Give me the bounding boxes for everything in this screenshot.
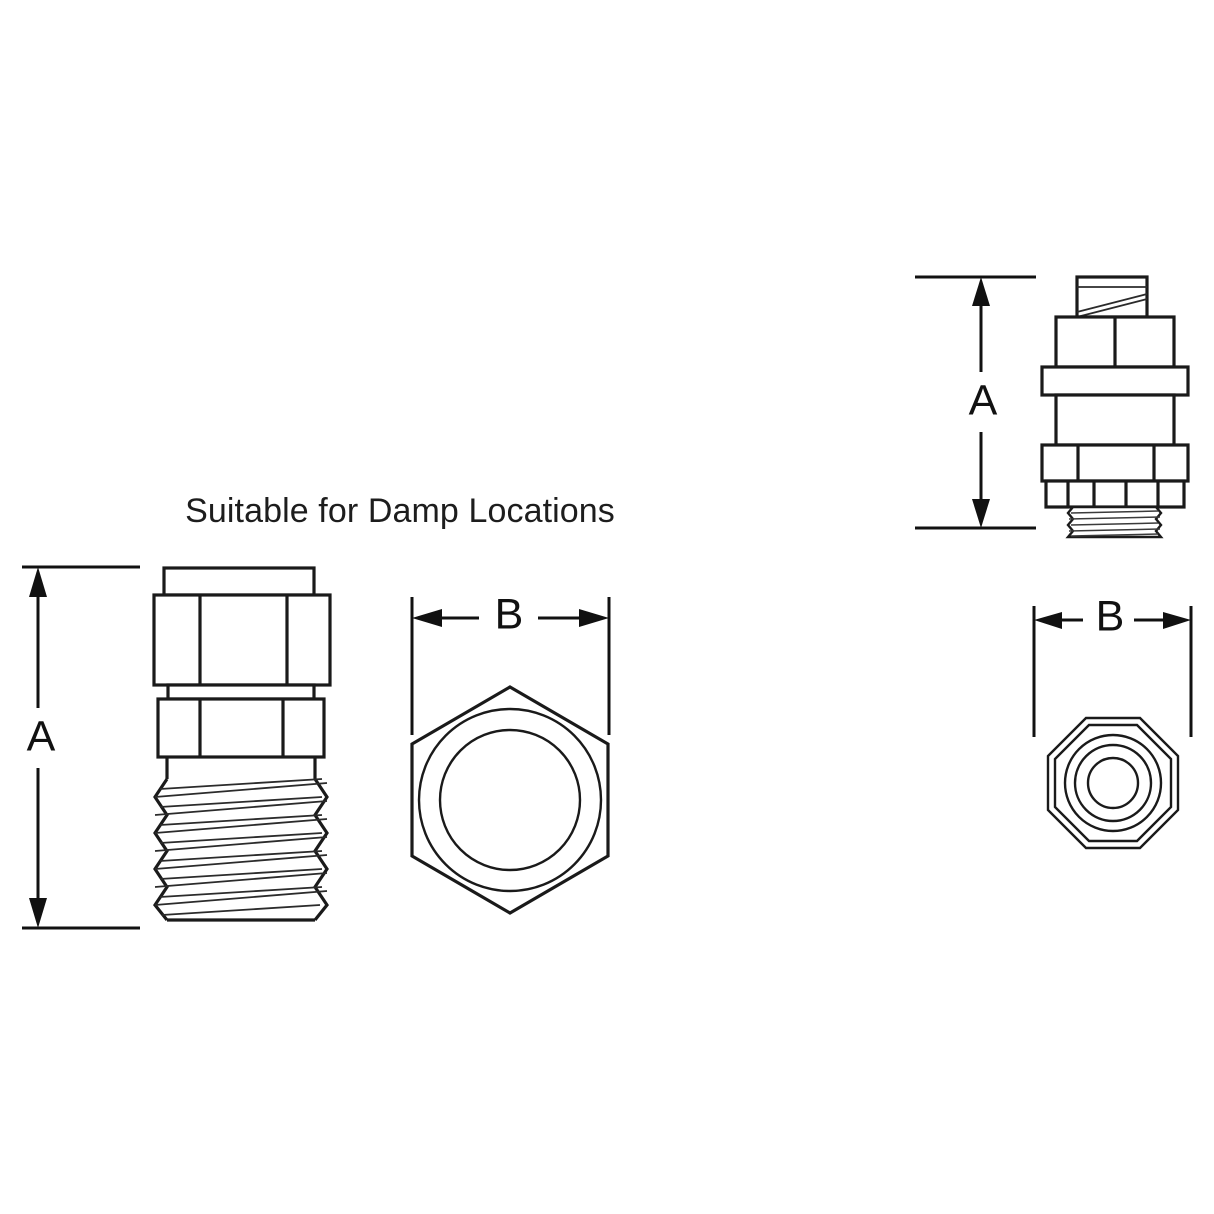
left-thread-helix-8: [161, 904, 321, 916]
left-lower-hex-nut: [156, 697, 326, 759]
dim-a-left-up-arrowhead: [29, 567, 47, 597]
left-upper-hex-body: [152, 593, 332, 687]
dim-a-right-up-arrowhead: [972, 277, 990, 306]
left-thread-helix-5: [159, 850, 323, 862]
right-inner-bore-circle: [1086, 756, 1140, 810]
right-octagon-end-view: [1046, 716, 1180, 850]
dim-a-left-down-arrowhead: [29, 898, 47, 928]
right-shank-thread-4: [1068, 528, 1161, 532]
center-inner-bore-circle: [438, 728, 582, 872]
right-flange-band: [1040, 365, 1190, 397]
left-fitting-side-view: [152, 566, 332, 922]
left-upper-neck: [166, 683, 316, 701]
right-threaded-shank: [1065, 505, 1164, 539]
dim-a-left-label: A: [27, 712, 56, 760]
right-fitting-side-view: [1040, 275, 1190, 539]
left-thread-helix-1b: [154, 782, 328, 798]
dim-b-right-left-arrowhead: [1034, 612, 1062, 629]
dim-b-center-right-arrowhead: [579, 609, 609, 627]
left-threaded-shank: [153, 778, 329, 922]
left-top-cap: [162, 566, 316, 597]
dim-b-right-label: B: [1096, 592, 1125, 640]
center-view-dimension-b: B: [410, 590, 611, 735]
dim-b-right-right-arrowhead: [1163, 612, 1191, 629]
right-shank-thread-3: [1070, 522, 1159, 526]
left-thread-helix-7b: [154, 890, 328, 906]
dim-b-center-left-arrowhead: [412, 609, 442, 627]
left-thread-right-crests: [313, 778, 329, 921]
right-shank-thread-5: [1070, 533, 1159, 537]
left-thread-helix-3: [159, 814, 323, 826]
left-thread-helix-1: [159, 778, 323, 790]
left-thread-helix-6: [159, 868, 323, 880]
right-view-dimension-a: A: [915, 275, 1036, 530]
left-thread-helix-4: [159, 832, 323, 844]
right-shank-thread-1: [1070, 510, 1159, 514]
dim-a-right-down-arrowhead: [972, 499, 990, 528]
left-thread-left-crests: [153, 778, 169, 921]
dim-a-right-label: A: [969, 376, 998, 424]
right-octagon-nut: [1040, 443, 1190, 483]
dim-b-center-label: B: [495, 590, 524, 638]
left-thread-helix-5b: [154, 854, 328, 870]
left-view-dimension-a: A: [22, 565, 140, 930]
left-thread-helix-3b: [154, 818, 328, 834]
center-hex-end-view: [410, 685, 610, 915]
right-body-barrel: [1054, 393, 1176, 447]
left-thread-helix-2b: [154, 800, 328, 816]
left-thread-helix-4b: [154, 836, 328, 852]
right-shank-thread-2: [1068, 516, 1161, 520]
right-end-view-dimension-b: B: [1032, 592, 1193, 737]
right-nipple-thread-3: [1076, 298, 1148, 318]
page-title: Suitable for Damp Locations: [185, 492, 615, 530]
left-thread-helix-2: [159, 796, 323, 808]
left-thread-helix-7: [159, 886, 323, 898]
right-nipple-thread-2: [1076, 293, 1148, 313]
left-thread-helix-6b: [154, 872, 328, 888]
